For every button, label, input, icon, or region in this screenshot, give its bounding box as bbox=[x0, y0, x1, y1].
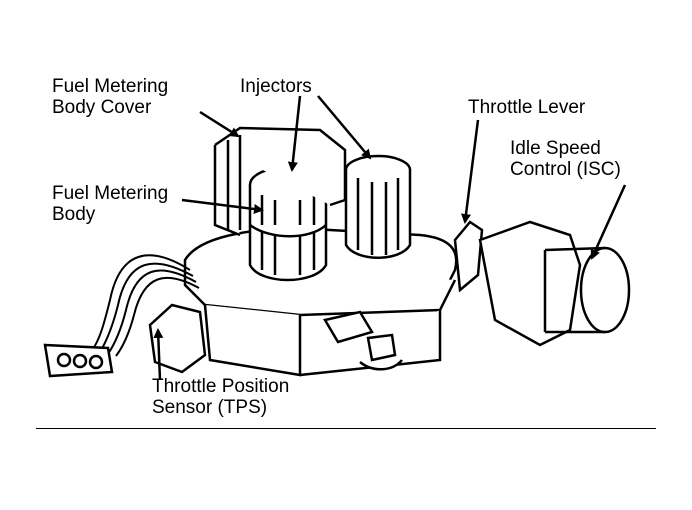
leader-injectors-right bbox=[317, 95, 372, 160]
label-fuel-metering-body-cover-line1: Fuel Metering bbox=[52, 76, 169, 97]
fuel-metering-body-cover bbox=[213, 126, 347, 237]
injector-pod-right bbox=[344, 154, 412, 259]
bottom-rule-divider bbox=[36, 428, 656, 429]
leader-fuel-metering-body-cover bbox=[199, 110, 240, 138]
leader-fuel-metering-body bbox=[181, 198, 264, 214]
wire-connector bbox=[43, 343, 114, 378]
label-throttle-position-sensor: Throttle Position Sensor (TPS) bbox=[152, 376, 289, 418]
idle-speed-control-motor bbox=[478, 220, 631, 347]
label-throttle-position-sensor-line1: Throttle Position bbox=[152, 376, 290, 397]
label-idle-speed-control-line1: Idle Speed bbox=[510, 138, 601, 159]
leader-idle-speed-control bbox=[590, 184, 627, 260]
throttle-position-sensor bbox=[148, 303, 207, 374]
label-fuel-metering-body-cover-line2: Body Cover bbox=[52, 97, 152, 118]
label-fuel-metering-body-cover: Fuel Metering Body Cover bbox=[52, 76, 168, 118]
leader-throttle-position-sensor bbox=[153, 328, 164, 381]
label-throttle-lever: Throttle Lever bbox=[468, 97, 586, 118]
leader-lines bbox=[153, 95, 627, 381]
leader-injectors-left bbox=[287, 95, 302, 172]
throttle-lever bbox=[453, 220, 484, 293]
label-idle-speed-control: Idle Speed Control (ISC) bbox=[510, 138, 621, 180]
label-fuel-metering-body: Fuel Metering Body bbox=[52, 183, 168, 225]
leader-throttle-lever bbox=[461, 119, 480, 224]
label-idle-speed-control-line2: Control (ISC) bbox=[510, 159, 621, 180]
label-injectors: Injectors bbox=[240, 76, 312, 97]
lower-fittings bbox=[323, 310, 403, 371]
label-fuel-metering-body-line1: Fuel Metering bbox=[52, 183, 169, 204]
label-fuel-metering-body-line2: Body bbox=[52, 204, 96, 225]
label-throttle-position-sensor-line2: Sensor (TPS) bbox=[152, 397, 268, 418]
wiring-harness bbox=[91, 254, 200, 357]
